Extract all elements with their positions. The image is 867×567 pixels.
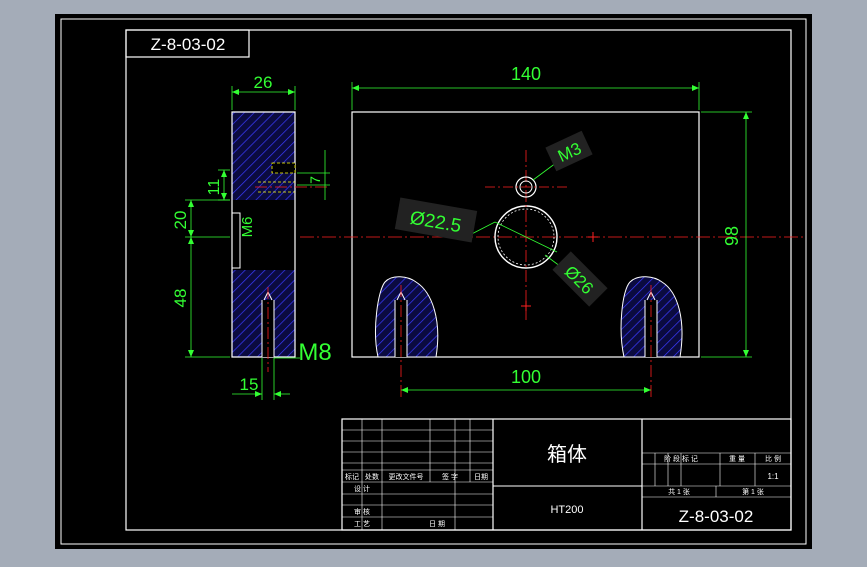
label-bg-m3 [545,130,593,172]
tb-review: 审 核 [354,507,370,516]
dim-48: 48 [171,289,190,308]
dim-m6: M6 [239,217,256,238]
tb-header-count: 处数 [365,472,379,481]
tb-weight-label: 重 量 [729,455,745,463]
tb-header-sign: 签 字 [442,472,458,481]
dim-15: 15 [240,375,259,394]
dim-98: 98 [722,226,742,246]
section-view [231,111,330,372]
dim-26: 26 [254,73,273,92]
dim-100: 100 [511,367,541,387]
section-bore [232,200,295,270]
sheet-outer-border [60,18,807,545]
tb-scale-label: 比 例 [765,454,781,463]
tb-scale: 1:1 [767,472,779,481]
bore-thread-circle [497,208,555,266]
front-view [300,111,805,400]
m3-hole-inner [519,180,533,194]
tb-design: 设 计 [354,484,370,493]
dim-7: 7 [307,176,323,184]
drawing-sheet [55,14,812,549]
label-bg-d26 [552,251,608,307]
tb-sheets-total: 共 1 张 [668,487,690,496]
dim-m8: M8 [298,339,331,366]
tb-stage-label: 阶 段 标 记 [664,454,698,463]
tb-sheet-no: 第 1 张 [742,487,764,496]
tb-header-mark: 标记 [345,472,359,481]
drawing-number-top: Z-8-03-02 [151,35,226,54]
tb-header-date: 日期 [474,473,488,481]
section-view-dimensions [185,86,330,400]
label-bg-d22-5 [394,197,478,243]
tb-date: 日 期 [429,520,445,528]
tb-header-docno: 更改文件号 [389,472,424,481]
tb-drawing-number: Z-8-03-02 [679,507,754,526]
dim-11: 11 [206,179,223,196]
drawing-number-box [125,29,250,58]
dim-20: 20 [171,211,190,230]
front-body-outline [351,111,700,358]
tb-process: 工 艺 [354,520,370,528]
tb-material: HT200 [550,504,583,516]
tb-part-name: 箱体 [547,443,587,466]
title-block [341,418,792,531]
dim-140: 140 [511,64,541,84]
